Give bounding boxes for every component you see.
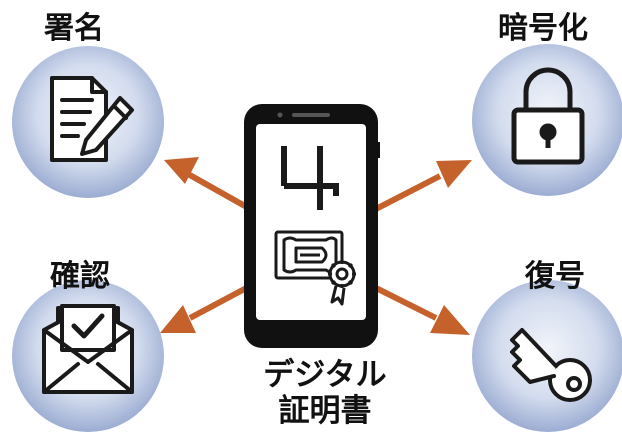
arrow-to-decrypt (368, 282, 470, 335)
decrypt-label: 復号 (525, 259, 585, 294)
document-pen-icon (50, 76, 134, 162)
certificate-caption-line1: デジタル (263, 357, 387, 393)
arrows (160, 157, 472, 335)
key-icon (510, 328, 592, 402)
arrow-to-sign (164, 157, 254, 213)
certificate-ribbon-gear-icon (274, 230, 356, 306)
encrypt-label: 暗号化 (498, 11, 588, 46)
padlock-icon (511, 67, 585, 165)
envelope-checkmark-icon (42, 304, 134, 394)
stylized-4-logo-icon (281, 146, 339, 210)
verify-label: 確認 (50, 259, 110, 294)
arrow-to-encrypt (368, 160, 472, 215)
certificate-caption-line2: 証明書 (278, 393, 372, 429)
arrow-to-verify (160, 282, 254, 333)
smartphone (244, 104, 380, 348)
sign-label: 署名 (44, 11, 104, 46)
